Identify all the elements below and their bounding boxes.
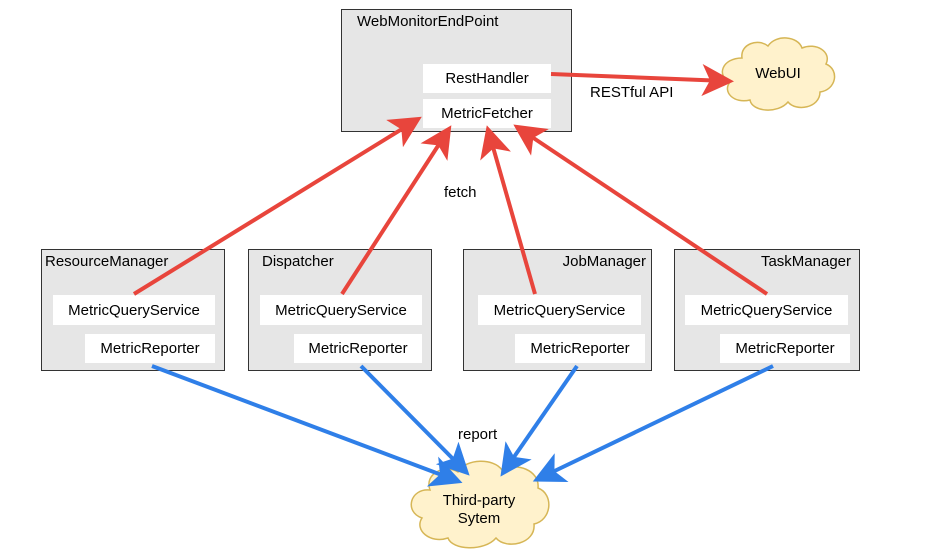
- fetch-label: fetch: [444, 184, 477, 201]
- report-label: report: [458, 426, 498, 443]
- job-manager-title: JobManager: [562, 253, 646, 270]
- resource-manager-box: ResourceManager MetricQueryService Metri…: [41, 249, 225, 371]
- resource-manager-metric-reporter: MetricReporter: [85, 334, 215, 363]
- job-manager-fetch-arrow: [480, 125, 537, 295]
- metric-fetcher-box: MetricFetcher: [423, 99, 551, 128]
- third-party-label-line1: Third-party: [442, 492, 516, 509]
- job-manager-box: JobManager MetricQueryService MetricRepo…: [463, 249, 652, 371]
- task-manager-title: TaskManager: [760, 253, 851, 270]
- dispatcher-title: Dispatcher: [262, 253, 334, 270]
- job-manager-metric-reporter: MetricReporter: [515, 334, 645, 363]
- resource-manager-metric-query-service: MetricQueryService: [53, 295, 215, 325]
- dispatcher-metric-reporter: MetricReporter: [294, 334, 422, 363]
- job-manager-metric-query-service: MetricQueryService: [478, 295, 641, 325]
- resource-manager-report-arrow: [151, 364, 463, 487]
- task-manager-metric-reporter: MetricReporter: [720, 334, 850, 363]
- dispatcher-fetch-arrow: [340, 125, 452, 296]
- dispatcher-metric-query-service: MetricQueryService: [260, 295, 422, 325]
- resource-manager-fetch-arrow: [132, 116, 422, 296]
- web-monitor-endpoint-title: WebMonitorEndPoint: [357, 13, 499, 30]
- task-manager-fetch-arrow: [513, 124, 769, 296]
- task-manager-metric-query-service: MetricQueryService: [685, 295, 848, 325]
- rest-handler-box: RestHandler: [423, 64, 551, 93]
- dispatcher-report-arrow: [359, 364, 470, 476]
- resthandler-to-webui-arrow: [550, 64, 734, 97]
- third-party-label-line2: Sytem: [457, 510, 501, 527]
- dispatcher-box: Dispatcher MetricQueryService MetricRepo…: [248, 249, 432, 371]
- resource-manager-title: ResourceManager: [45, 253, 169, 270]
- webui-label: WebUI: [755, 65, 801, 82]
- job-manager-report-arrow: [500, 364, 579, 477]
- task-manager-box: TaskManager MetricQueryService MetricRep…: [674, 249, 860, 371]
- restful-api-label: RESTful API: [590, 84, 674, 101]
- web-monitor-endpoint-box: WebMonitorEndPoint RestHandler MetricFet…: [341, 9, 572, 132]
- task-manager-report-arrow: [532, 364, 774, 483]
